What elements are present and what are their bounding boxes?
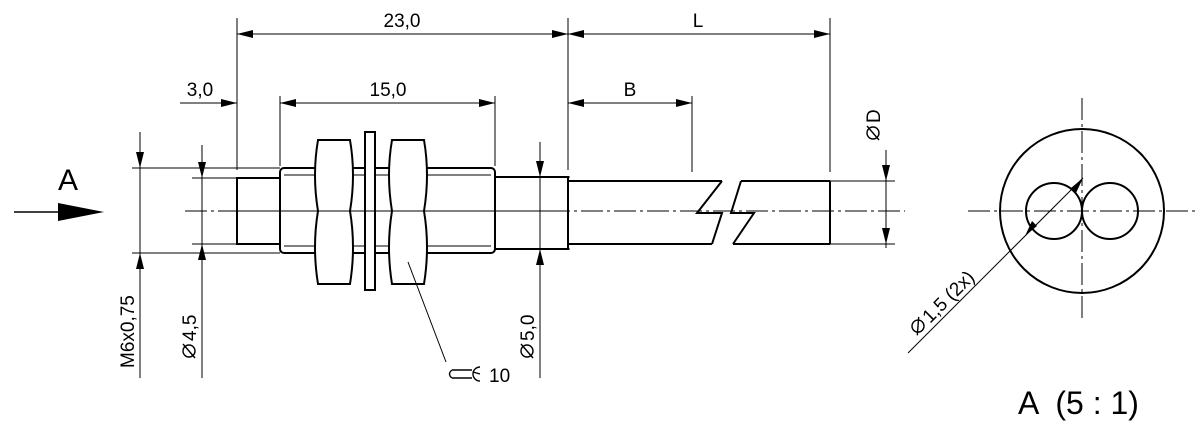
front-diameter-label: 4,5	[180, 315, 201, 341]
cable-partial-label: B	[624, 80, 637, 101]
cable	[568, 180, 831, 245]
diameter-symbol	[866, 126, 880, 140]
dim-body-diameter: 5,0	[518, 142, 570, 378]
thread-size-label: M6x0,75	[118, 295, 139, 368]
diameter-symbol	[911, 319, 925, 333]
thread-length-label: 15,0	[370, 80, 407, 101]
dim-thread-size: M6x0,75	[118, 132, 280, 378]
dim-cable-partial: B	[568, 80, 693, 172]
view-marker: A	[14, 164, 104, 221]
diameter-symbol	[182, 344, 196, 358]
rear-body	[494, 176, 569, 250]
dim-cable-diameter: D	[830, 109, 895, 248]
wrench-callout: 10	[407, 261, 510, 387]
cable-length-label: L	[693, 11, 704, 32]
dim-cable-length: L	[568, 11, 831, 172]
hex-nut-front	[314, 139, 354, 285]
view-marker-label: A	[58, 164, 78, 197]
cable-diameter-label: D	[864, 109, 885, 123]
lens-right	[1081, 182, 1139, 240]
dim-front-offset: 3,0	[180, 80, 281, 166]
wrench-size-label: 10	[489, 366, 510, 387]
dim-thread-length: 15,0	[280, 80, 496, 166]
diameter-symbol	[520, 344, 534, 358]
dim-front-diameter: 4,5	[180, 145, 237, 378]
detail-view-label: A (5 : 1)	[1018, 385, 1139, 421]
overall-length-label: 23,0	[384, 11, 421, 32]
lens-diameter-label: 1,5 (2x)	[919, 267, 979, 327]
detail-view: 1,5 (2x) A (5 : 1)	[907, 98, 1196, 421]
wrench-icon	[448, 366, 481, 382]
dim-overall-length: 23,0	[236, 11, 569, 170]
front-offset-label: 3,0	[187, 80, 213, 101]
cable-cross-section	[999, 128, 1165, 294]
body-diameter-label: 5,0	[518, 315, 539, 341]
